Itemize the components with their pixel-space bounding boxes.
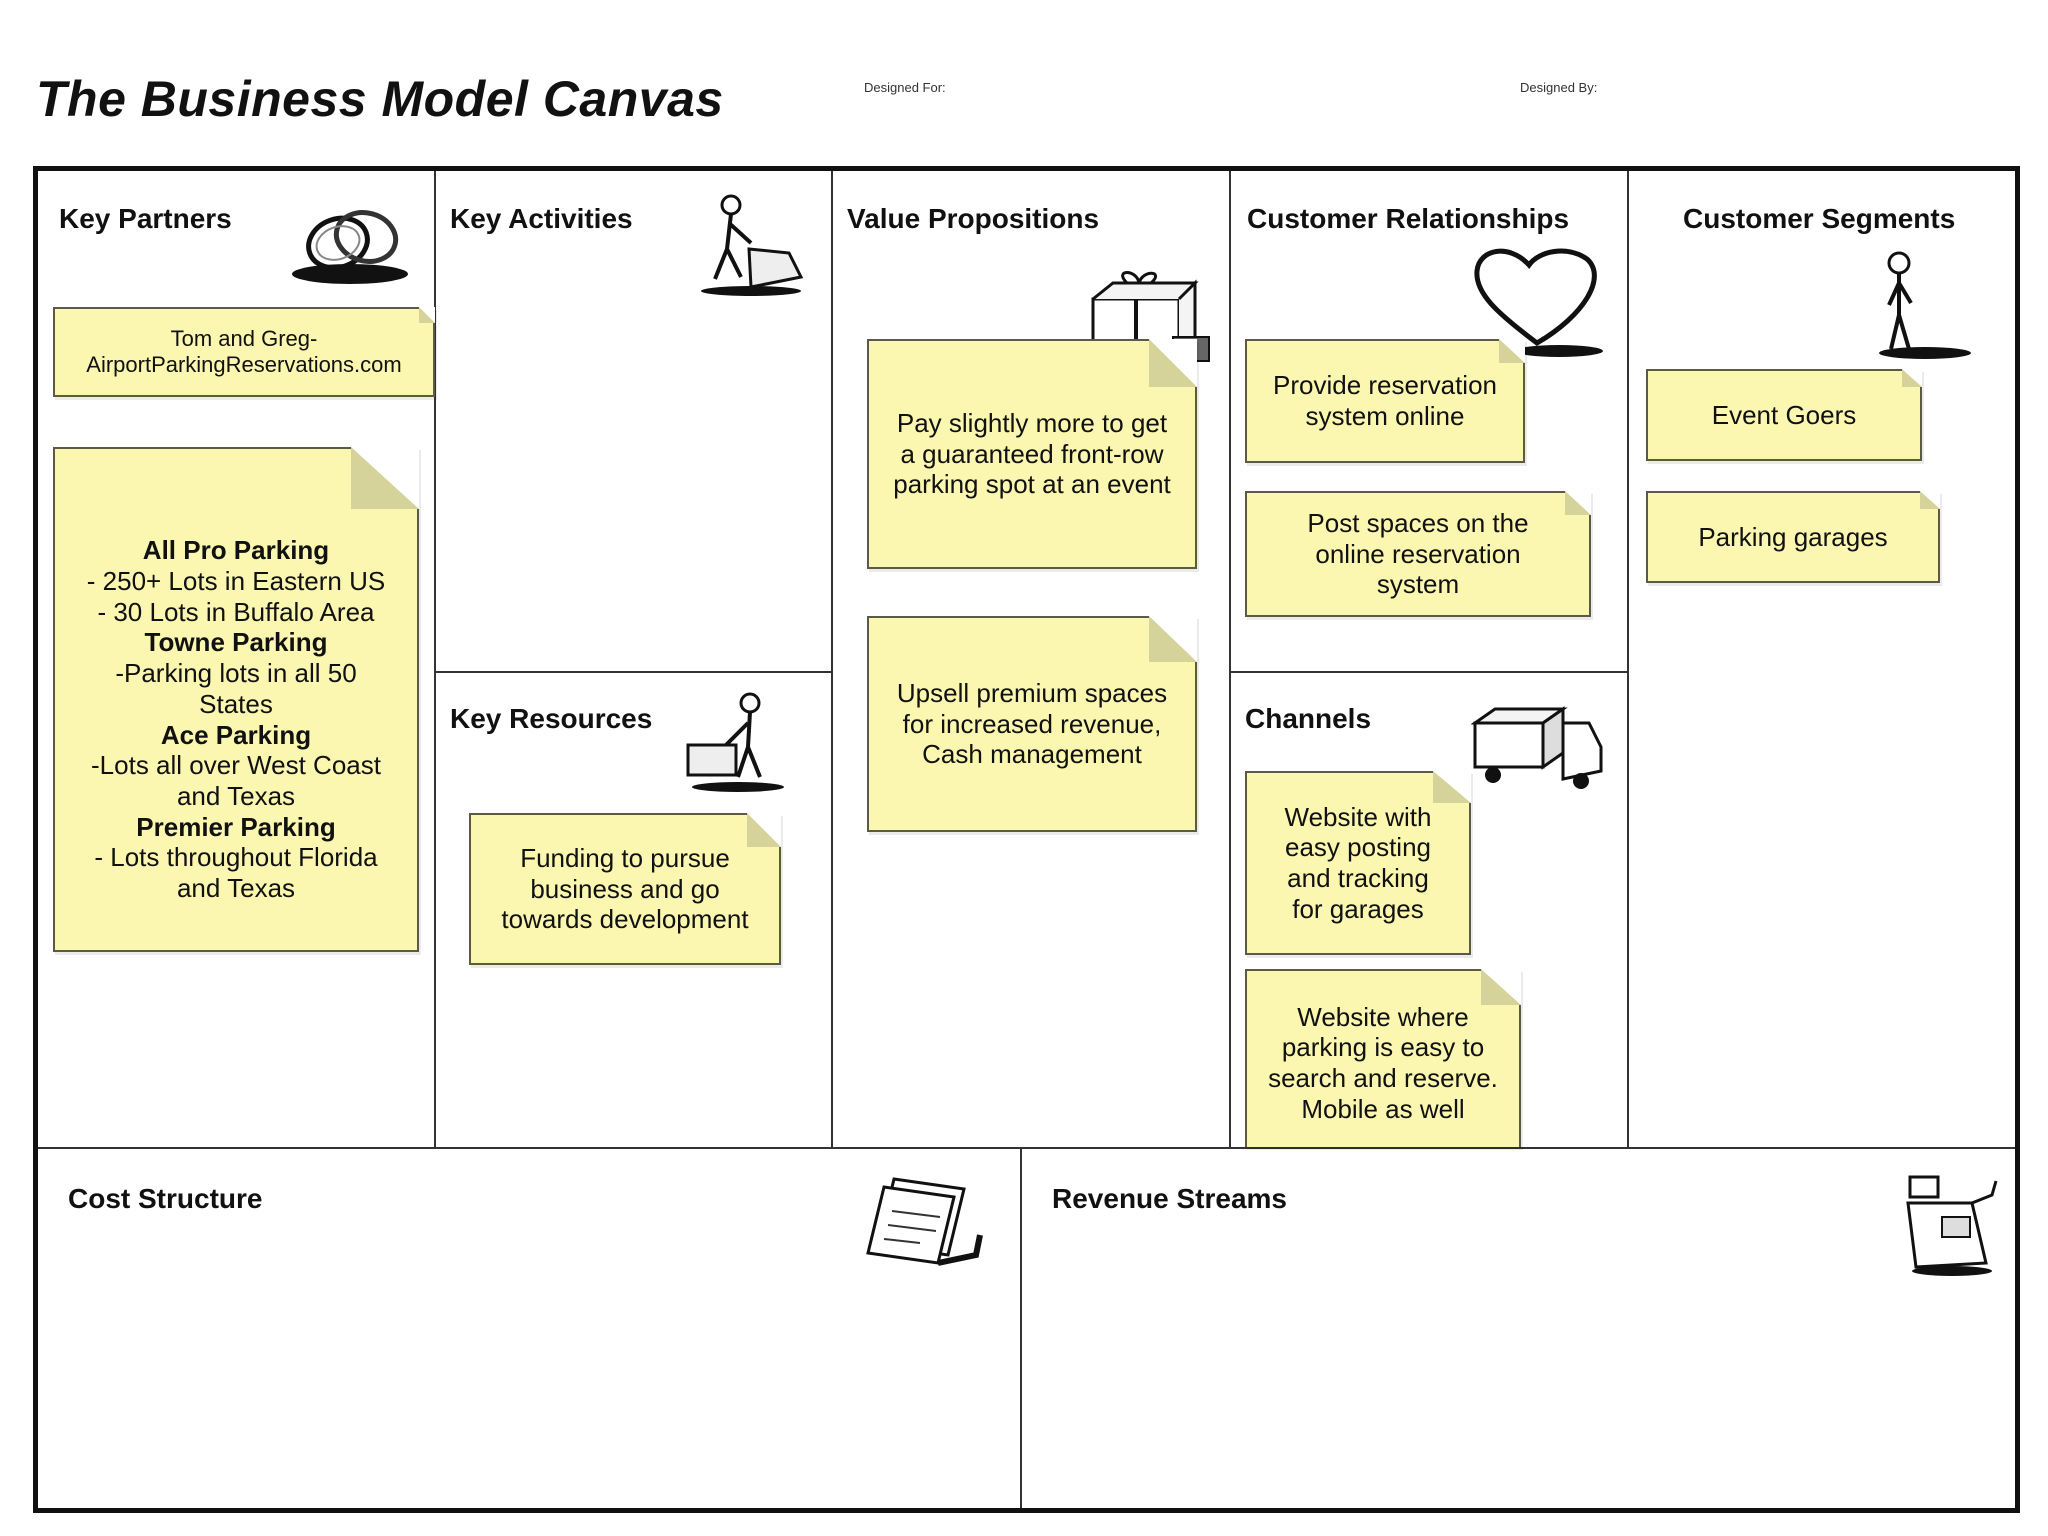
partner-name: Towne Parking — [144, 627, 328, 658]
note-text: Funding to pursue business and go toward… — [501, 842, 749, 935]
block-channels: Channels Website with easy posting and t… — [1231, 673, 1627, 1147]
divider — [1229, 171, 1231, 1147]
heart-icon — [1467, 243, 1607, 361]
block-customer-segments: Customer Segments Event Goers Parking ga… — [1629, 171, 2015, 1147]
note-text: Pay slightly more to get a guaranteed fr… — [893, 407, 1171, 500]
note-text: Tom and Greg- AirportParkingReservations… — [86, 326, 402, 377]
designed-by-label: Designed By: — [1520, 80, 1598, 95]
block-key-partners: Key Partners Tom and Greg- AirportParkin… — [38, 171, 435, 1147]
person-with-cart-icon — [682, 691, 790, 799]
note-text: Upsell premium spaces for increased reve… — [896, 677, 1168, 770]
divider — [38, 1147, 2015, 1149]
note-text: Provide reservation system online — [1273, 370, 1497, 431]
block-customer-relationships: Customer Relationships Provide reservati… — [1231, 171, 1627, 671]
partner-name: Ace Parking — [160, 719, 312, 750]
block-cost-structure: Cost Structure — [38, 1149, 1020, 1508]
note-text: Website where parking is easy to search … — [1268, 1001, 1498, 1124]
divider — [831, 171, 833, 1147]
business-model-canvas: Key Partners Tom and Greg- AirportParkin… — [33, 166, 2020, 1513]
cash-register-icon — [1902, 1167, 2002, 1277]
rings-icon — [286, 199, 414, 289]
note-content: All Pro Parking - 250+ Lots in Eastern U… — [86, 535, 386, 903]
block-title: Customer Segments — [1683, 203, 1956, 234]
block-key-activities: Key Activities — [436, 171, 831, 671]
partner-name: All Pro Parking — [142, 535, 330, 566]
block-title: Key Activities — [450, 203, 633, 234]
person-standing-icon — [1863, 249, 1973, 361]
divider — [434, 671, 832, 673]
partner-detail: - 30 Lots in Buffalo Area — [97, 596, 375, 627]
designed-for-label: Designed For: — [864, 80, 946, 95]
sticky-note: Post spaces on the online reservation sy… — [1245, 491, 1591, 617]
block-title: Cost Structure — [68, 1183, 263, 1214]
block-title: Customer Relationships — [1247, 203, 1570, 234]
sticky-note: Parking garages — [1646, 491, 1940, 583]
sticky-note: Website with easy posting and tracking f… — [1245, 771, 1471, 955]
sticky-note: Website where parking is easy to search … — [1245, 969, 1521, 1147]
block-revenue-streams: Revenue Streams — [1022, 1149, 2015, 1508]
block-title: Revenue Streams — [1052, 1183, 1288, 1214]
truck-icon — [1471, 703, 1605, 795]
sticky-note: Provide reservation system online — [1245, 339, 1525, 463]
partner-detail: - 250+ Lots in Eastern US — [86, 566, 386, 597]
partner-name: Premier Parking — [136, 811, 336, 842]
note-text: Post spaces on the online reservation sy… — [1307, 507, 1529, 600]
receipt-icon — [860, 1175, 984, 1269]
partner-detail: -Lots all over West Coast and Texas — [91, 750, 381, 811]
person-working-icon — [689, 191, 809, 301]
block-title: Channels — [1245, 703, 1372, 734]
block-title: Value Propositions — [847, 203, 1100, 234]
block-value-propositions: Value Propositions Pay slightly more to … — [833, 171, 1229, 1147]
sticky-note: All Pro Parking - 250+ Lots in Eastern U… — [53, 447, 419, 952]
canvas-title: The Business Model Canvas — [36, 71, 724, 127]
sticky-note: Pay slightly more to get a guaranteed fr… — [867, 339, 1197, 569]
partner-detail: -Parking lots in all 50 States — [115, 658, 357, 719]
partner-detail: - Lots throughout Florida and Texas — [94, 842, 378, 903]
sticky-note: Funding to pursue business and go toward… — [469, 813, 781, 965]
sticky-note: Event Goers — [1646, 369, 1922, 461]
block-title: Key Partners — [59, 203, 232, 234]
divider — [1229, 671, 1628, 673]
note-text: Parking garages — [1698, 521, 1888, 552]
sticky-note: Tom and Greg- AirportParkingReservations… — [53, 307, 435, 397]
note-text: Website with easy posting and tracking f… — [1284, 801, 1432, 924]
divider — [434, 171, 436, 1147]
block-title: Key Resources — [450, 703, 653, 734]
block-key-resources: Key Resources Funding to pursue business… — [436, 673, 831, 1147]
divider — [1020, 1147, 1022, 1508]
sticky-note: Upsell premium spaces for increased reve… — [867, 616, 1197, 832]
note-text: Event Goers — [1711, 399, 1857, 430]
divider — [1627, 171, 1629, 1147]
